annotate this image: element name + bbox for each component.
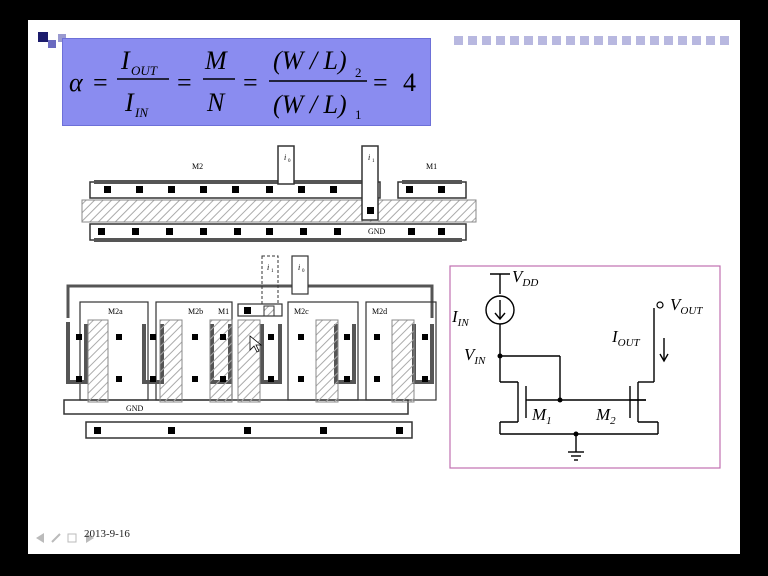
prev-slide-icon[interactable] bbox=[36, 533, 44, 543]
pen-icon[interactable] bbox=[51, 533, 61, 543]
label-m1-schematic: M1 bbox=[531, 405, 552, 427]
svg-text:(W / L): (W / L) bbox=[273, 90, 347, 119]
svg-text:0: 0 bbox=[302, 269, 305, 274]
contacts-row-top bbox=[104, 186, 445, 193]
contacts-row-bottom bbox=[98, 207, 445, 235]
svg-text:I: I bbox=[120, 46, 131, 75]
svg-text:N: N bbox=[206, 88, 226, 117]
svg-text:=: = bbox=[243, 68, 258, 97]
contacts-bottom-rail bbox=[94, 427, 403, 434]
label-vin: VIN bbox=[464, 345, 486, 367]
svg-text:4: 4 bbox=[403, 68, 416, 97]
equation-box: α = I OUT I IN = M N = (W / L) 2 (W / L)… bbox=[62, 38, 431, 126]
label-m2-schematic: M2 bbox=[595, 405, 616, 427]
label-m1: M1 bbox=[426, 162, 437, 171]
svg-text:M: M bbox=[204, 46, 228, 75]
svg-text:OUT: OUT bbox=[131, 63, 158, 78]
slide-date: 2013-9-16 bbox=[84, 528, 130, 540]
poly-fingers bbox=[87, 319, 415, 403]
layout-1: M2 M1 i 0 i 1 GND bbox=[81, 145, 477, 242]
svg-text:1: 1 bbox=[372, 159, 375, 164]
svg-text:IN: IN bbox=[134, 105, 149, 120]
label-m1-2: M1 bbox=[218, 307, 229, 316]
vout-terminal bbox=[656, 301, 664, 309]
label-vout: VOUT bbox=[670, 295, 703, 317]
schematic-frame bbox=[449, 265, 721, 469]
label-iout: IOUT bbox=[611, 327, 641, 349]
layout-2: M2a M2b M1 M2c M2d i 1 i 0 GND bbox=[63, 255, 437, 439]
i0-strap-2 bbox=[291, 255, 309, 295]
label-m2c: M2c bbox=[294, 307, 309, 316]
i1-strap bbox=[361, 145, 379, 221]
mouse-cursor-icon bbox=[249, 335, 263, 353]
label-vdd: VDD bbox=[512, 267, 538, 289]
menu-icon[interactable] bbox=[67, 533, 77, 543]
gnd-rail bbox=[63, 399, 409, 415]
label-i1: i bbox=[368, 153, 370, 162]
svg-text:I: I bbox=[124, 88, 135, 117]
label-m2d: M2d bbox=[372, 307, 387, 316]
label-i0: i bbox=[284, 153, 286, 162]
slide-navigation[interactable] bbox=[34, 530, 104, 546]
label-m2: M2 bbox=[192, 162, 203, 171]
label-gnd-1: GND bbox=[368, 227, 386, 236]
current-mirror-schematic: VDD IIN VIN VOUT IOUT M1 M2 bbox=[449, 265, 721, 469]
svg-text:1: 1 bbox=[355, 107, 362, 122]
label-gnd-2: GND bbox=[126, 404, 144, 413]
svg-text:=: = bbox=[373, 68, 388, 97]
slide: α = I OUT I IN = M N = (W / L) 2 (W / L)… bbox=[28, 20, 740, 554]
label-m2a: M2a bbox=[108, 307, 123, 316]
svg-text:0: 0 bbox=[288, 159, 291, 164]
poly-gate-strip bbox=[81, 199, 477, 223]
current-ratio-equation: α = I OUT I IN = M N = (W / L) 2 (W / L)… bbox=[69, 46, 416, 122]
svg-text:=: = bbox=[93, 68, 108, 97]
decorative-squares bbox=[38, 32, 729, 48]
svg-text:=: = bbox=[177, 68, 192, 97]
label-i1-2: i bbox=[267, 263, 269, 272]
svg-text:(W / L): (W / L) bbox=[273, 46, 347, 75]
label-i0-2: i bbox=[298, 263, 300, 272]
label-m2b: M2b bbox=[188, 307, 203, 316]
svg-text:2: 2 bbox=[355, 65, 362, 80]
svg-text:1: 1 bbox=[271, 269, 274, 274]
next-slide-icon[interactable] bbox=[86, 533, 94, 543]
alpha-symbol: α bbox=[69, 68, 84, 97]
i0-strap bbox=[277, 145, 295, 185]
layout-diagrams: M2 M1 i 0 i 1 GND bbox=[63, 145, 721, 469]
label-iin: IIN bbox=[451, 307, 469, 329]
contacts-fingers bbox=[76, 334, 428, 382]
